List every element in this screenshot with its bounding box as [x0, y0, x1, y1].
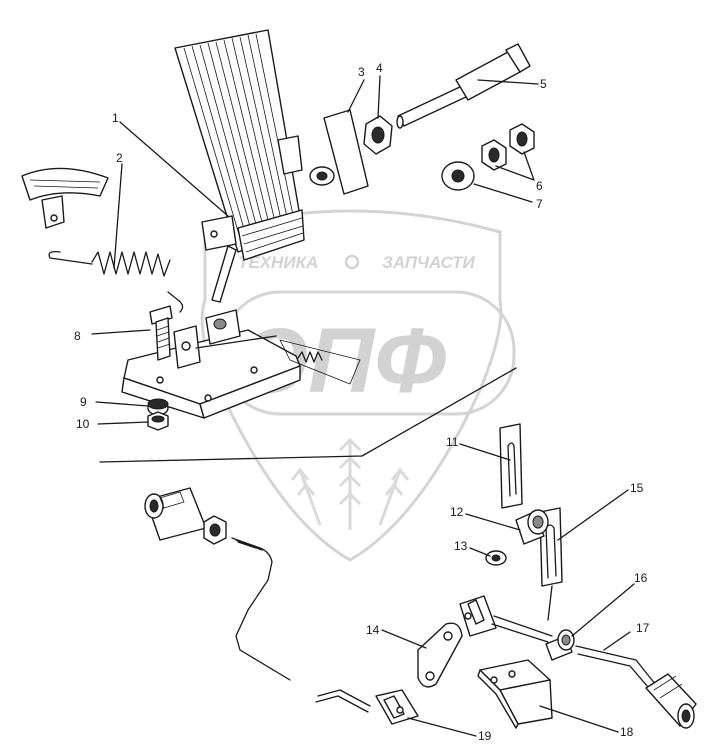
callout-6: 6 — [536, 179, 543, 193]
callout-10: 10 — [76, 417, 90, 431]
base-plate-clip — [279, 339, 361, 385]
pedal-assembly — [174, 29, 305, 303]
watermark: ТЕХНИКА ЗАПЧАСТИ ЭПФ — [200, 209, 516, 562]
linkage-rod — [144, 487, 291, 681]
part-14-link — [417, 622, 463, 688]
callout-12: 12 — [450, 505, 464, 519]
callout-3: 3 — [358, 65, 365, 79]
callout-4: 4 — [376, 61, 383, 75]
callout-11: 11 — [446, 435, 459, 449]
pedal-lever-plate — [277, 135, 303, 175]
callout-14: 14 — [366, 623, 380, 637]
part-16-pin — [545, 629, 575, 661]
callout-7: 7 — [536, 197, 543, 211]
leader-lines — [91, 75, 635, 737]
part-2-spring — [48, 250, 184, 313]
part-17-rod — [575, 645, 697, 729]
callout-18: 18 — [620, 725, 634, 739]
part-8-bolt — [149, 305, 173, 361]
callout-13: 13 — [454, 539, 468, 553]
watermark-top-text-2: ЗАПЧАСТИ — [382, 253, 475, 272]
pedal-bracket — [201, 215, 237, 251]
callout-17: 17 — [636, 621, 650, 635]
part-12-pin — [515, 509, 549, 545]
part-3-plate — [323, 109, 369, 195]
callout-5: 5 — [540, 77, 547, 91]
part-11-tag — [499, 423, 523, 509]
pedal-ribs — [183, 33, 295, 239]
callout-labels: 1 2 3 4 5 6 7 8 9 10 11 12 13 14 15 16 1… — [74, 61, 650, 743]
callout-16: 16 — [634, 571, 648, 585]
callout-8: 8 — [74, 329, 81, 343]
callout-1: 1 — [112, 111, 119, 125]
part-18-bracket — [477, 659, 553, 729]
callout-15: 15 — [630, 481, 644, 495]
watermark-wheat — [290, 437, 410, 530]
pedal-arm — [211, 245, 237, 303]
upper-clevis — [459, 595, 553, 643]
base-plate — [121, 309, 361, 419]
callout-2: 2 — [116, 151, 123, 165]
callout-9: 9 — [80, 395, 87, 409]
part-19-clevis — [315, 689, 419, 725]
part-11-cotter-pin — [507, 442, 517, 497]
part-5-rod — [396, 43, 531, 129]
watermark-top-text: ТЕХНИКА — [238, 253, 318, 272]
callout-19: 19 — [478, 729, 492, 743]
mounting-bracket — [21, 167, 109, 229]
watermark-gear-icon — [344, 254, 360, 270]
